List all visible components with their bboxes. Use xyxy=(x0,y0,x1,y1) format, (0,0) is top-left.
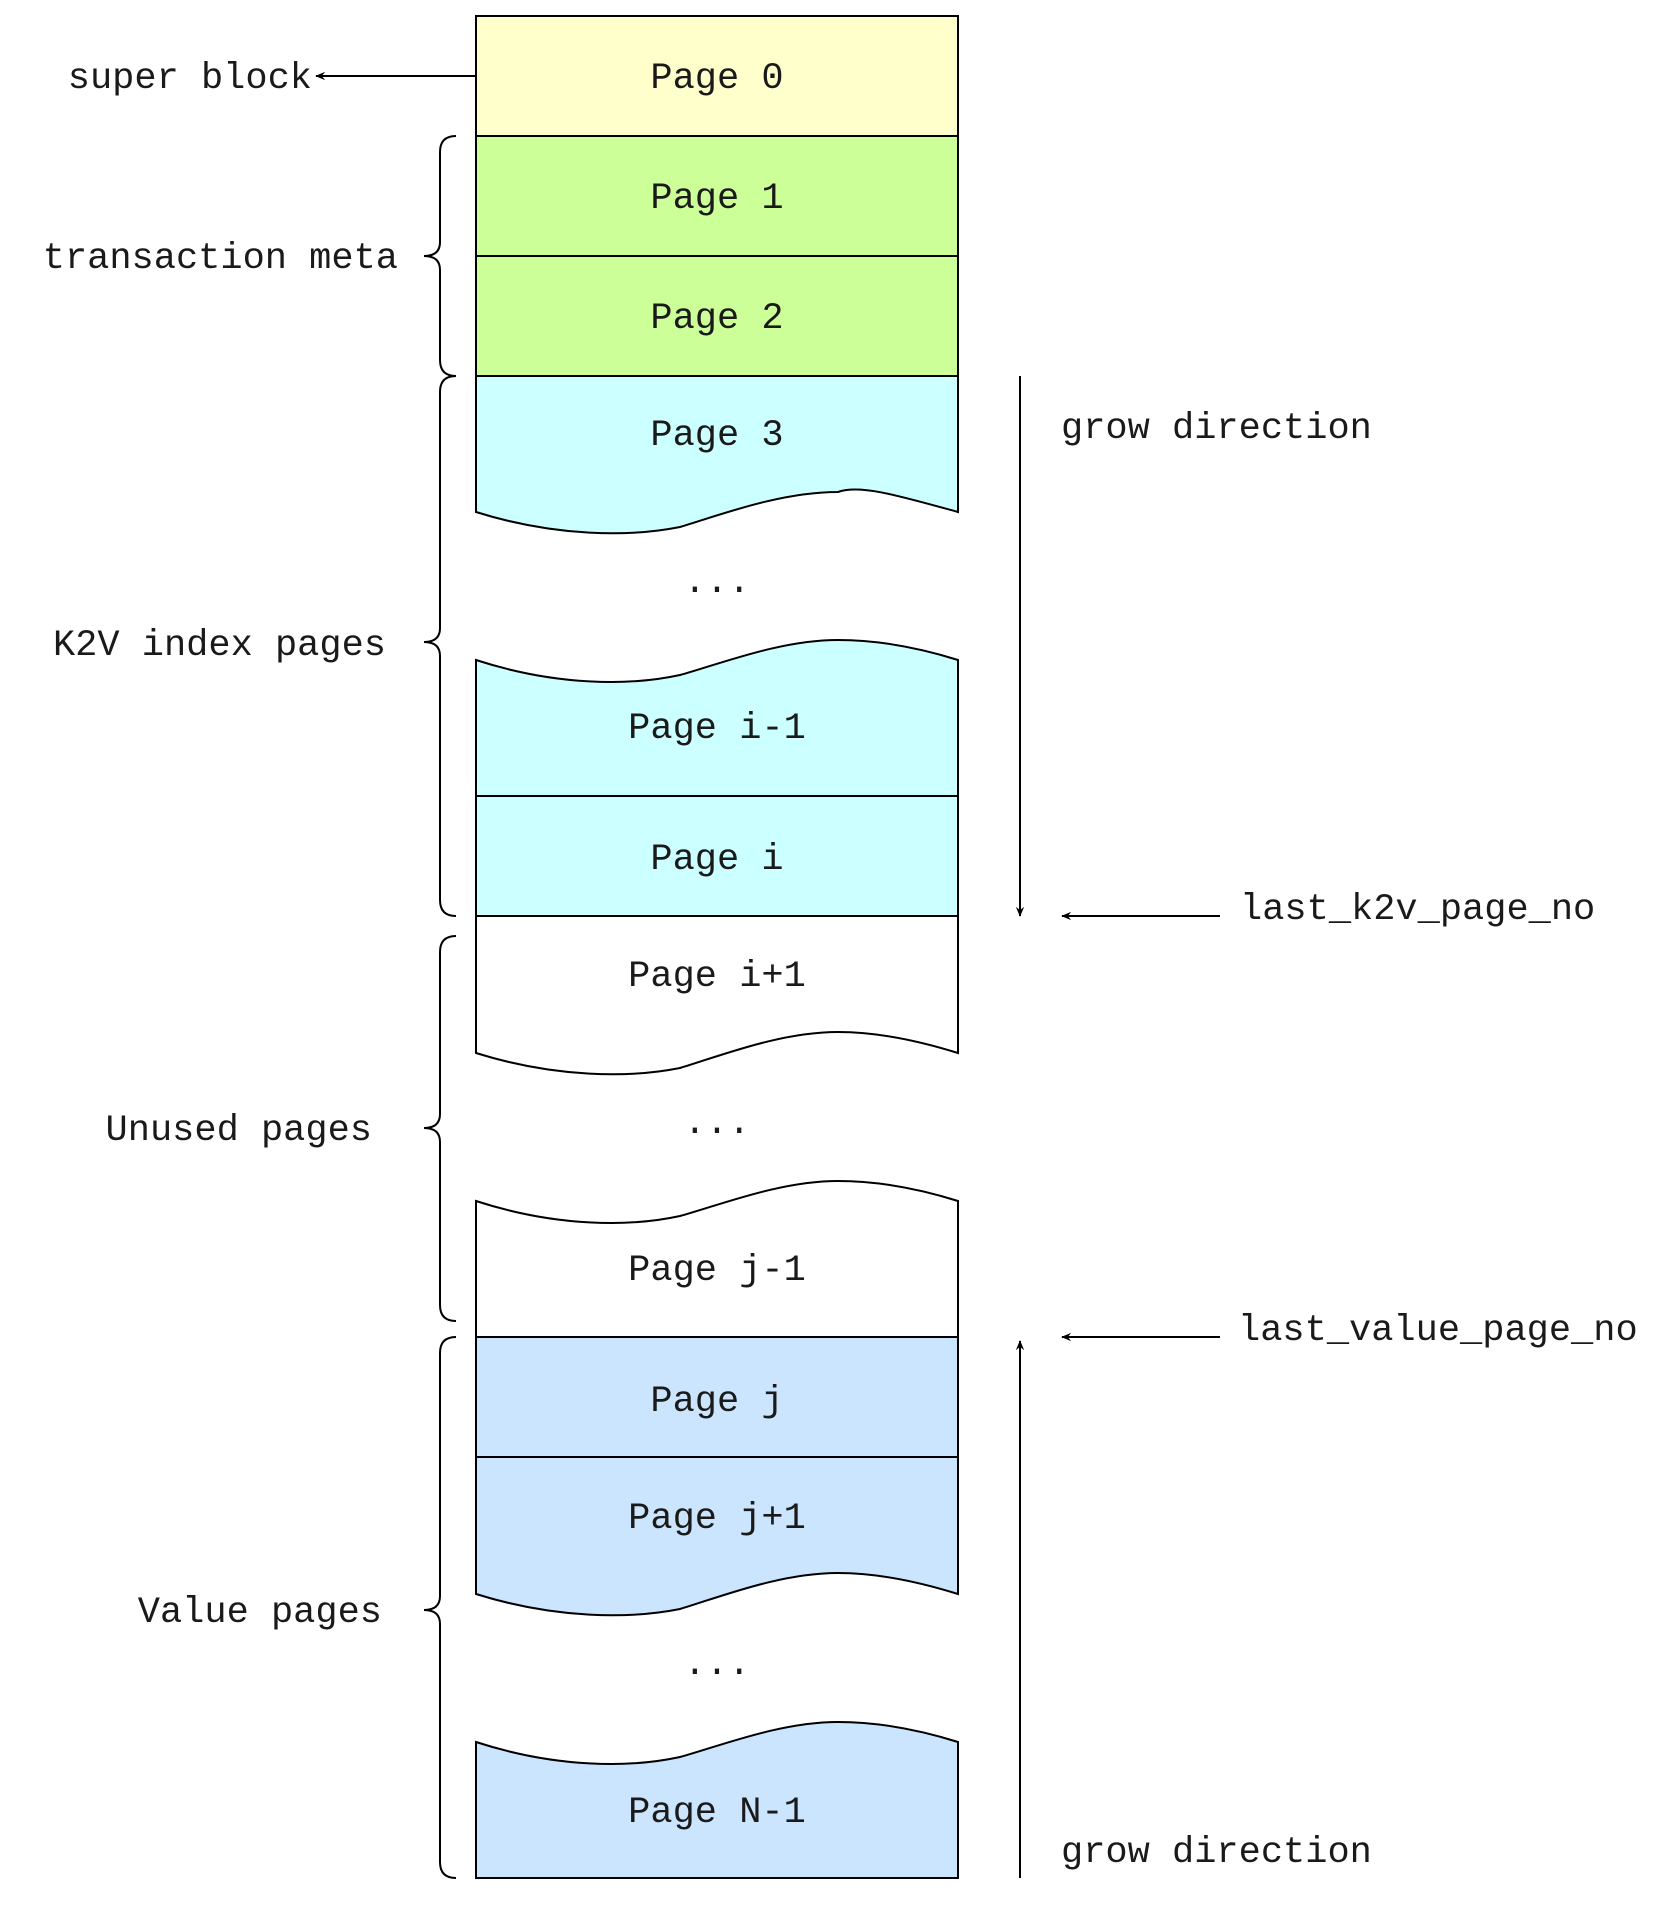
page-i-minus-1-block xyxy=(475,638,959,797)
page-j-plus-1-block xyxy=(475,1456,959,1617)
region-label-k2v-index: K2V index pages xyxy=(53,625,386,667)
ellipsis-k2v: ... xyxy=(684,562,751,604)
page-n-minus-1-label: Page N-1 xyxy=(628,1792,806,1834)
page-j-block xyxy=(475,1336,959,1458)
page-0-label: Page 0 xyxy=(650,58,783,100)
last-value-page-no-label: last_value_page_no xyxy=(1238,1310,1638,1352)
grow-direction-up-label: grow direction xyxy=(1061,1832,1372,1874)
page-2-block xyxy=(475,255,959,377)
page-j-minus-1-label: Page j-1 xyxy=(628,1250,806,1292)
last-k2v-page-no-label: last_k2v_page_no xyxy=(1240,889,1595,931)
region-label-super-block: super block xyxy=(68,58,312,100)
page-2-label: Page 2 xyxy=(650,298,783,340)
grow-direction-down-label: grow direction xyxy=(1061,408,1372,450)
region-label-value: Value pages xyxy=(138,1592,382,1634)
page-n-minus-1-block xyxy=(475,1720,959,1879)
region-label-unused: Unused pages xyxy=(106,1110,372,1152)
page-j-minus-1-block xyxy=(475,1179,959,1338)
page-i-plus-1-label: Page i+1 xyxy=(628,956,806,998)
page-3-label: Page 3 xyxy=(650,415,783,457)
brace-k2v-index xyxy=(423,375,457,917)
ellipsis-value: ... xyxy=(684,1644,751,1686)
brace-unused xyxy=(423,935,457,1322)
page-i-minus-1-label: Page i-1 xyxy=(628,708,806,750)
page-0-block xyxy=(475,15,959,137)
brace-transaction-meta xyxy=(423,135,457,377)
page-3-block xyxy=(475,375,959,535)
region-label-transaction-meta: transaction meta xyxy=(43,238,398,280)
page-1-block xyxy=(475,135,959,257)
page-i-plus-1-block xyxy=(475,915,959,1076)
page-j-plus-1-label: Page j+1 xyxy=(628,1498,806,1540)
page-1-label: Page 1 xyxy=(650,178,783,220)
page-j-label: Page j xyxy=(650,1381,783,1423)
ellipsis-unused: ... xyxy=(684,1103,751,1145)
page-i-label: Page i xyxy=(650,839,783,881)
brace-value xyxy=(423,1336,457,1879)
